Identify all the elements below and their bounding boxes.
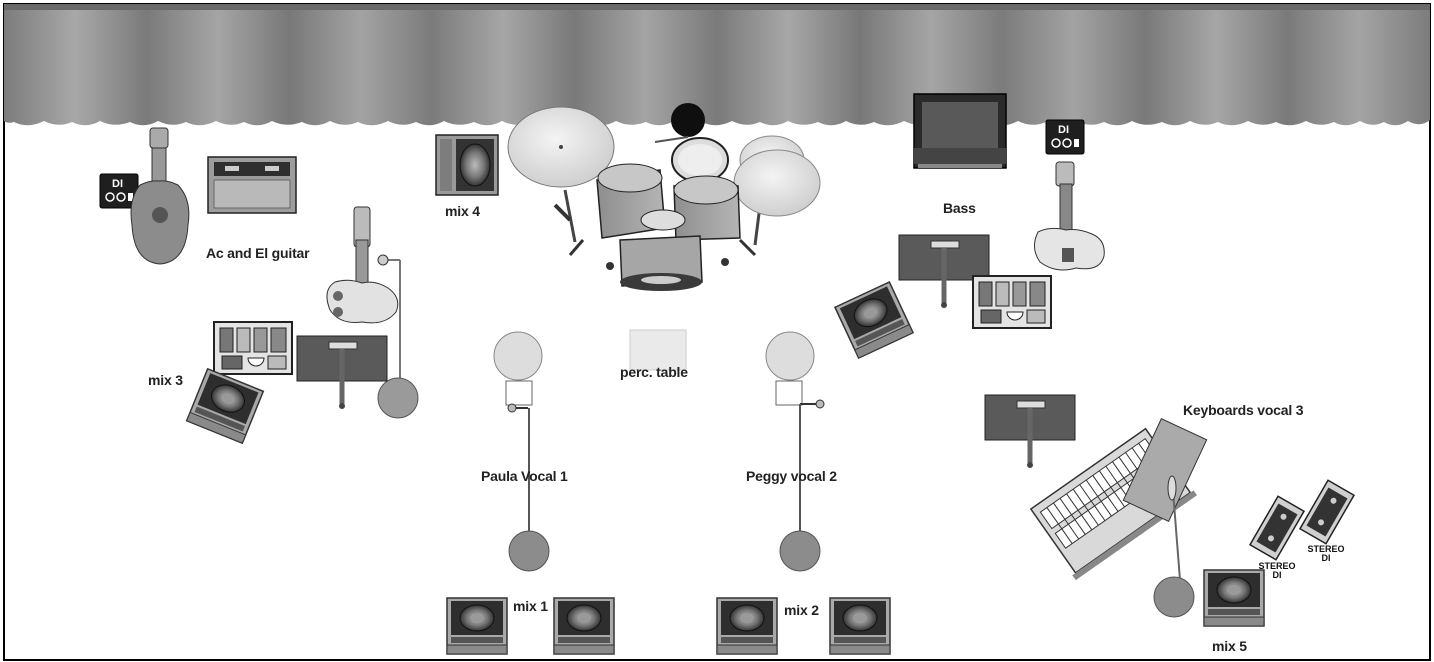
guitar-amp	[207, 156, 297, 214]
bass-amp	[913, 93, 1007, 169]
label-stereo-di-1: STEREO DI	[1255, 562, 1299, 580]
mix1-wedge-right	[553, 597, 615, 655]
keyboards-mic-stand	[1153, 475, 1195, 618]
guitar-mic-stand	[377, 254, 419, 419]
label-mix2: mix 2	[784, 602, 819, 618]
mix2-wedge-right	[829, 597, 891, 655]
label-bass: Bass	[943, 200, 976, 216]
paula-vocal-setup	[493, 331, 550, 572]
mix1-wedge-left	[446, 597, 508, 655]
bass-pedalboard	[972, 275, 1052, 329]
label-stereo-di-2: STEREO DI	[1304, 545, 1348, 563]
stereo-di-1-line2: DI	[1272, 570, 1282, 580]
stereo-di-2-line2: DI	[1321, 553, 1331, 563]
label-mix1: mix 1	[513, 598, 548, 614]
label-mix4: mix 4	[445, 203, 480, 219]
label-keyboards-vocal: Keyboards vocal 3	[1183, 402, 1304, 418]
guitar-pedalboard	[213, 321, 293, 375]
mix4-wedge	[435, 134, 499, 196]
stereo-di-1-line1: STEREO	[1258, 561, 1296, 571]
stereo-di-2-line1: STEREO	[1307, 544, 1345, 554]
drum-kit	[507, 103, 821, 291]
electric-guitar	[326, 206, 399, 324]
label-perc-table: perc. table	[620, 364, 688, 380]
label-ac-el-guitar: Ac and El guitar	[206, 245, 310, 261]
acoustic-guitar	[130, 127, 190, 265]
label-mix5: mix 5	[1212, 638, 1247, 654]
di-box-guitar-label: DI	[112, 178, 123, 190]
label-mix3: mix 3	[148, 372, 183, 388]
di-box-bass-label: DI	[1058, 124, 1069, 136]
bass-guitar	[1034, 161, 1105, 271]
guitar-di-box: DI	[99, 173, 139, 209]
perc-table	[629, 329, 687, 371]
mix2-wedge-left	[716, 597, 778, 655]
peggy-vocal-setup	[765, 331, 825, 572]
label-peggy-vocal: Peggy vocal 2	[746, 468, 837, 484]
bass-di-box: DI	[1045, 119, 1085, 155]
curtain	[4, 4, 1430, 126]
label-paula-vocal: Paula Vocal 1	[481, 468, 568, 484]
keyboard-side-panel	[1122, 417, 1208, 523]
